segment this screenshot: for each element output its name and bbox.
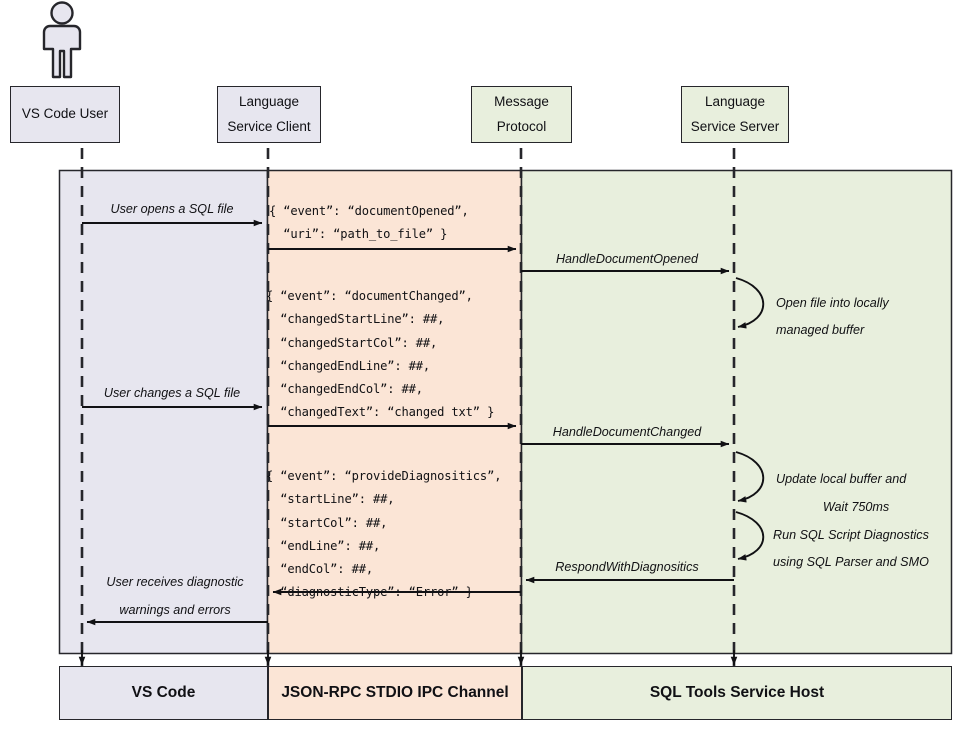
participant-proto-line1: Message [494, 93, 549, 109]
payload-provide-diagnositics: { “event”: “provideDiagnositics”, “start… [266, 469, 502, 600]
selfloop-run-diagnostics [735, 511, 765, 561]
vs-code-user-actor-icon [42, 1, 82, 79]
label-user-changes: User changes a SQL file [103, 386, 241, 400]
note-open-buffer-line1: Open file into locally [776, 296, 889, 310]
note-update-buffer-line2: Wait 750ms [822, 500, 890, 514]
label-handle-document-opened: HandleDocumentOpened [555, 252, 699, 266]
payload-document-opened: { “event”: “documentOpened”, “uri”: “pat… [269, 204, 469, 242]
note-update-buffer-line1: Update local buffer and [776, 472, 907, 486]
participant-server-line1: Language [704, 93, 766, 109]
label-user-opens: User opens a SQL file [110, 202, 234, 216]
band-service [520, 169, 953, 655]
label-user-receives-line1: User receives diagnostic [106, 575, 244, 589]
lifeline-terminators [78, 650, 738, 666]
participant-box-server[interactable]: Language Service Server [681, 86, 789, 143]
participant-user-line1: VS Code User [21, 106, 109, 122]
participant-proto-line2: Protocol [496, 118, 547, 134]
footer-ipc[interactable]: JSON-RPC STDIO IPC Channel [268, 666, 522, 720]
self-loops [735, 277, 765, 561]
selfloop-update-buffer [735, 451, 765, 503]
selfloop-open-buffer [735, 277, 765, 329]
note-open-buffer-line2: managed buffer [776, 323, 865, 337]
participant-box-user[interactable]: VS Code User [10, 86, 120, 143]
participant-server-line2: Service Server [690, 118, 780, 134]
participant-client-line1: Language [238, 93, 300, 109]
participant-box-client[interactable]: Language Service Client [217, 86, 321, 143]
footer-service-label: SQL Tools Service Host [649, 684, 825, 701]
footer-vscode[interactable]: VS Code [59, 666, 268, 720]
note-run-diagnostics-line2: using SQL Parser and SMO [773, 555, 929, 569]
footer-vscode-label: VS Code [131, 684, 196, 701]
participant-box-proto[interactable]: Message Protocol [471, 86, 572, 143]
label-respond-with-diagnositics: RespondWithDiagnositics [555, 560, 699, 574]
payload-document-changed: { “event”: “documentChanged”, “changedSt… [266, 289, 495, 420]
participant-client-line2: Service Client [227, 118, 311, 134]
note-run-diagnostics-line1: Run SQL Script Diagnostics [773, 528, 929, 542]
label-user-receives-line2: warnings and errors [119, 603, 231, 617]
label-handle-document-changed: HandleDocumentChanged [552, 425, 702, 439]
footer-service[interactable]: SQL Tools Service Host [522, 666, 952, 720]
footer-ipc-label: JSON-RPC STDIO IPC Channel [281, 684, 509, 701]
